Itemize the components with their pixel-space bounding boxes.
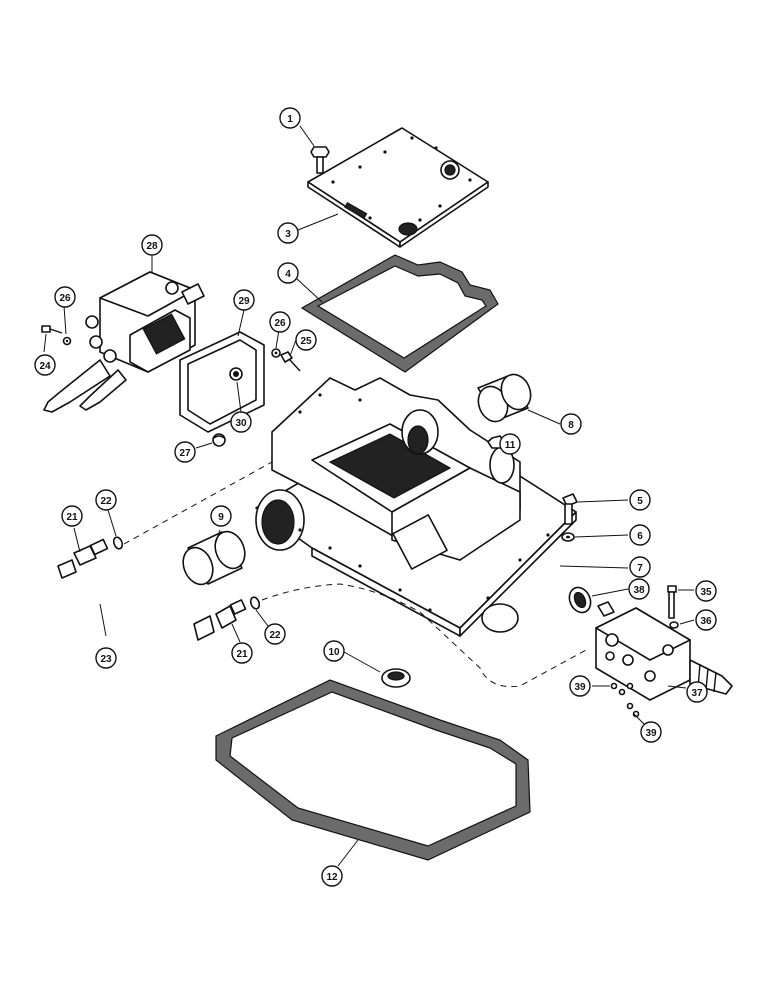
fitting-21-lower: [215, 599, 247, 629]
washer-26-right: [271, 348, 281, 358]
svg-text:22: 22: [100, 496, 112, 507]
cover-plate: [307, 127, 489, 248]
o-ring-22-lower: [249, 596, 261, 610]
svg-text:21: 21: [66, 512, 78, 523]
callout-39-lower: 39: [640, 721, 662, 743]
valve-assembly: [43, 271, 205, 413]
callout-26-right: 26: [269, 311, 291, 333]
svg-text:25: 25: [300, 336, 312, 347]
svg-text:38: 38: [633, 585, 645, 596]
callout-36: 36: [695, 609, 717, 631]
screw-24: [41, 325, 63, 334]
svg-text:27: 27: [179, 448, 191, 459]
callout-10: 10: [323, 640, 345, 662]
callout-28: 28: [141, 234, 163, 256]
bolt-5: [562, 493, 578, 525]
svg-text:12: 12: [326, 872, 338, 883]
callout-11: 11: [499, 433, 521, 455]
callout-7: 7: [629, 556, 651, 578]
callout-27: 27: [174, 441, 196, 463]
callout-1: 1: [279, 107, 301, 129]
svg-text:26: 26: [59, 293, 71, 304]
svg-text:3: 3: [285, 229, 291, 240]
callout-25: 25: [295, 329, 317, 351]
svg-text:39: 39: [574, 682, 586, 693]
callout-12: 12: [321, 865, 343, 887]
callout-38: 38: [628, 578, 650, 600]
callout-22-upper: 22: [95, 489, 117, 511]
svg-text:1: 1: [287, 114, 293, 125]
cover-gasket: [300, 254, 499, 373]
svg-text:7: 7: [637, 563, 643, 574]
svg-text:22: 22: [269, 630, 281, 641]
washer-26-left: [62, 336, 72, 346]
leader-lines: [43, 125, 695, 867]
svg-text:35: 35: [700, 587, 712, 598]
svg-text:23: 23: [100, 654, 112, 665]
svg-text:6: 6: [637, 531, 643, 542]
svg-text:21: 21: [236, 649, 248, 660]
callout-37: 37: [686, 681, 708, 703]
callout-21-lower: 21: [231, 642, 253, 664]
svg-text:37: 37: [691, 688, 703, 699]
svg-text:28: 28: [146, 241, 158, 252]
o-ring-22-upper: [112, 536, 124, 550]
callout-9: 9: [210, 505, 232, 527]
callout-39-upper: 39: [569, 675, 591, 697]
callout-23: 23: [95, 647, 117, 669]
callout-6: 6: [629, 524, 651, 546]
callout-21-upper: 21: [61, 505, 83, 527]
o-rings-39: [610, 682, 640, 718]
fitting-21-upper: [73, 538, 109, 566]
seal-10: [381, 668, 411, 688]
callout-4: 4: [277, 262, 299, 284]
svg-text:5: 5: [637, 496, 643, 507]
callout-29: 29: [233, 289, 255, 311]
svg-text:24: 24: [39, 361, 51, 372]
svg-text:8: 8: [568, 420, 574, 431]
washer-6: [561, 532, 575, 542]
valve-gasket: [179, 331, 265, 433]
svg-text:26: 26: [274, 318, 286, 329]
svg-text:30: 30: [235, 418, 247, 429]
bushing-9: [182, 530, 246, 586]
callout-35: 35: [695, 580, 717, 602]
callout-22-lower: 22: [264, 623, 286, 645]
svg-text:11: 11: [505, 440, 516, 451]
seal-38: [568, 586, 592, 614]
svg-text:36: 36: [700, 616, 712, 627]
svg-text:9: 9: [218, 512, 224, 523]
assembly-guide-lines: [123, 461, 587, 688]
svg-text:4: 4: [285, 269, 291, 280]
callout-26-left: 26: [54, 286, 76, 308]
callout-24: 24: [34, 354, 56, 376]
bolt-25: [280, 351, 301, 372]
callout-30: 30: [230, 411, 252, 433]
callout-8: 8: [560, 413, 582, 435]
bolt-35: [667, 585, 677, 619]
cap-screw: [310, 146, 330, 174]
callout-3: 3: [277, 222, 299, 244]
plug-27: [212, 433, 226, 447]
bushing-8: [477, 373, 532, 423]
svg-text:10: 10: [328, 647, 340, 658]
main-housing: [255, 377, 577, 637]
washer-36: [669, 621, 679, 629]
svg-text:29: 29: [238, 296, 250, 307]
svg-text:39: 39: [645, 728, 657, 739]
hydraulic-line: [40, 559, 215, 642]
pan-gasket: [215, 679, 531, 861]
callout-5: 5: [629, 489, 651, 511]
